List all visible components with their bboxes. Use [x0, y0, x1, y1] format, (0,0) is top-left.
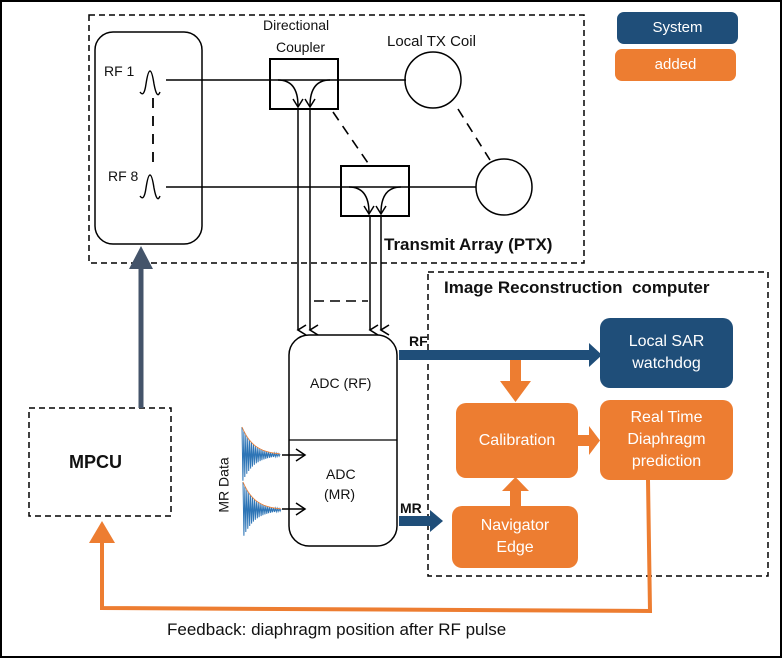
rf1-label: RF 1 — [104, 63, 135, 79]
prediction-label-2: Diaphragm — [627, 431, 706, 448]
transmit-array-title: Transmit Array (PTX) — [384, 235, 553, 254]
mpcu-label: MPCU — [69, 452, 122, 472]
mr-input-arrowhead-2 — [295, 502, 307, 516]
local-tx-coil-1 — [404, 51, 462, 109]
mr-envelope — [241, 426, 281, 455]
prediction-label-1: Real Time — [630, 409, 703, 426]
local-sar-watchdog-box: Local SAR watchdog — [600, 318, 733, 388]
legend-system: System — [617, 12, 738, 44]
coupler-1-arrowheads — [292, 98, 316, 109]
transmit-array-boundary — [88, 14, 585, 264]
navigator-edge-box: Navigator Edge — [452, 506, 578, 568]
coupler-dashes — [332, 111, 371, 167]
rf-signal-label: RF — [409, 333, 428, 349]
coupler-8-arrowheads — [363, 205, 387, 216]
local-tx-coil-8 — [475, 158, 533, 216]
mr-signal-label: MR — [400, 500, 422, 516]
adc-mr-label-2: (MR) — [324, 486, 356, 502]
navigator-to-calibration-arrowhead — [502, 477, 529, 491]
prediction-box: Real Time Diaphragm prediction — [600, 400, 733, 480]
coil-dashes — [457, 108, 491, 161]
directional-coupler-8 — [340, 165, 410, 217]
mpcu-to-rf-arrowhead — [129, 246, 153, 269]
local-tx-coil-label: Local TX Coil — [387, 33, 476, 50]
adc-mr-label-1: ADC — [326, 466, 356, 482]
reconstruction-title: Image Reconstruction computer — [444, 278, 710, 297]
legend-added: added — [615, 49, 736, 81]
calibration-to-prediction-arrow-shaft — [578, 435, 590, 446]
mr-input-arrowhead-1 — [295, 448, 307, 462]
reconstruction-boundary — [427, 271, 769, 577]
navigator-label-2: Edge — [496, 539, 534, 556]
calibration-to-prediction-arrowhead — [589, 426, 600, 455]
sar-label-2: watchdog — [632, 355, 701, 372]
mr-signal-2-icon — [242, 481, 282, 536]
adc-rf-label: ADC (RF) — [310, 375, 372, 391]
navigator-label-1: Navigator — [480, 517, 550, 534]
directional-coupler-1 — [269, 58, 339, 110]
rf8-label: RF 8 — [108, 168, 139, 184]
rf8-pulse-icon — [139, 174, 161, 200]
rf-to-calibration-arrow-shaft — [510, 360, 521, 382]
mr-signal-1-icon — [241, 426, 281, 481]
coupler-1-curves — [277, 79, 331, 107]
directional-coupler-label-2: Coupler — [276, 39, 326, 55]
coupler-8-curves — [348, 186, 402, 214]
mr-to-navigator-arrowhead — [430, 510, 443, 532]
feedback-label: Feedback: diaphragm position after RF pu… — [167, 620, 507, 639]
mr-to-navigator-arrow-shaft — [399, 516, 431, 526]
rf-to-calibration-arrowhead — [500, 381, 531, 402]
rf1-pulse-icon — [139, 70, 161, 96]
directional-coupler-label-1: Directional — [263, 17, 330, 33]
mr-data-label: MR Data — [215, 457, 232, 513]
mr-envelope — [242, 481, 282, 510]
feedback-line — [100, 479, 653, 614]
feedback-arrowhead — [89, 521, 115, 543]
mpcu-box — [28, 407, 172, 517]
sar-label-1: Local SAR — [628, 333, 705, 350]
calibration-box: Calibration — [456, 403, 578, 478]
rf-to-sar-arrow-shaft — [399, 350, 591, 360]
mr-waveform — [241, 426, 281, 481]
mr-waveform — [242, 481, 282, 536]
rf-source-box — [94, 31, 203, 245]
calibration-label: Calibration — [478, 431, 556, 449]
rf-to-sar-arrowhead — [589, 343, 602, 367]
prediction-label-3: prediction — [631, 453, 702, 470]
navigator-to-calibration-arrow-shaft — [510, 490, 521, 506]
